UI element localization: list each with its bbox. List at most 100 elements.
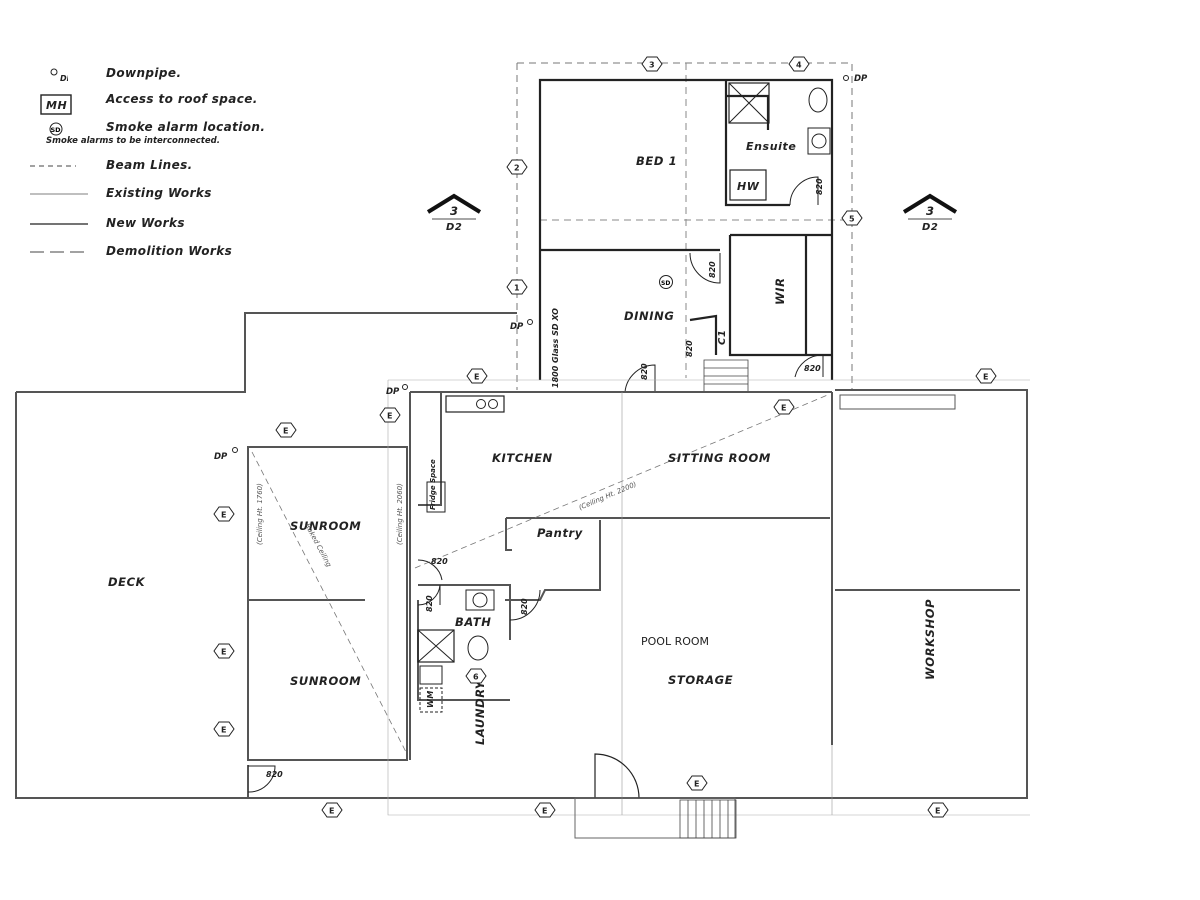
label-pantry: Pantry	[537, 526, 583, 540]
existing-works-symbol	[30, 193, 88, 195]
dp-label-sunroom: DP	[214, 452, 228, 462]
label-c1: C1	[717, 330, 728, 346]
grid-marker-2: 2	[506, 159, 528, 175]
bath-basin-bowl	[472, 592, 488, 608]
legend-smoke-alarm-label: Smoke alarm location.	[106, 120, 266, 134]
existing-tag-text: E	[474, 373, 479, 382]
door-820-ensuite: 820	[815, 178, 824, 195]
rear-steps	[679, 799, 737, 839]
section-right-sheet: D2	[922, 222, 938, 233]
legend-existing-works: Existing Works	[28, 186, 288, 206]
existing-tag-text: E	[781, 404, 786, 413]
ceiling-height-1760: (Ceiling Ht. 1760)	[256, 483, 264, 545]
label-fridge-space: Fridge Space	[429, 459, 437, 510]
laundry-tub	[419, 665, 443, 685]
bath-toilet	[467, 635, 489, 661]
label-pool-room: POOL ROOM	[641, 635, 709, 648]
rear-landing	[574, 797, 736, 839]
grid-marker-3-text: 3	[649, 61, 655, 70]
bath-shower-cross	[417, 629, 455, 663]
grid-marker-4: 4	[788, 56, 810, 72]
existing-tag: E	[213, 506, 235, 522]
existing-tag: E	[213, 721, 235, 737]
existing-tag: E	[686, 775, 708, 791]
sink-bowl-2	[488, 399, 498, 409]
label-wm: WM	[426, 690, 435, 708]
label-deck: DECK	[108, 575, 146, 589]
ensuite-basin	[807, 127, 831, 155]
pantry-door-swing	[509, 589, 541, 621]
existing-tag-text: E	[542, 807, 547, 816]
workshop-window	[839, 394, 956, 410]
grid-marker-6: 6	[465, 668, 487, 684]
dp-label-ne: DP	[854, 74, 868, 84]
label-bed1: BED 1	[636, 154, 677, 168]
section-right-number: 3	[926, 204, 935, 218]
storage-door-swing	[594, 753, 640, 799]
ensuite-shower-cross	[728, 82, 770, 124]
grid-marker-1-text: 1	[514, 284, 520, 293]
sunroom-door-swing	[247, 765, 276, 793]
downpipe-dining-icon	[527, 319, 533, 325]
legend-existing-works-label: Existing Works	[106, 186, 212, 200]
label-kitchen: KITCHEN	[492, 451, 553, 465]
bath-door-swing	[417, 584, 441, 606]
door-820-wir: 820	[708, 261, 717, 278]
legend-roof-access: MH Access to roof space.	[28, 92, 288, 115]
legend-beam-lines-label: Beam Lines.	[106, 158, 193, 172]
downpipe-icon: DP	[50, 68, 68, 83]
ensuite-door-swing	[789, 176, 819, 206]
fridge-space	[426, 481, 446, 513]
existing-walls	[15, 312, 1028, 799]
downpipe-kitchen-icon	[402, 384, 408, 390]
label-hw: HW	[737, 180, 760, 193]
grid-marker-2-text: 2	[514, 164, 520, 173]
legend-smoke-alarm: SD Smoke alarm location. Smoke alarms to…	[28, 120, 288, 146]
washing-machine	[419, 687, 443, 713]
door-820-c1: 820	[685, 340, 694, 357]
ceiling-height-2200: (Ceiling Ht. 2200)	[578, 480, 638, 512]
demolition-works-symbol	[30, 251, 88, 253]
existing-tag-text: E	[221, 726, 226, 735]
legend-new-works-label: New Works	[106, 216, 185, 230]
section-marker-left-icon	[426, 193, 482, 214]
label-ensuite: Ensuite	[746, 140, 796, 153]
grid-marker-5-text: 5	[849, 215, 855, 224]
door-820-bath: 820	[425, 595, 434, 612]
existing-tag: E	[927, 802, 949, 818]
existing-tag: E	[773, 399, 795, 415]
smoke-alarm-dining-icon	[659, 275, 673, 289]
smoke-alarm-icon: SD	[49, 122, 63, 136]
section-left-number: 3	[450, 204, 459, 218]
manhole-icon: MH	[40, 94, 72, 115]
new-works-symbol	[30, 223, 88, 225]
section-left-sheet: D2	[446, 222, 462, 233]
downpipe-sunroom-icon	[232, 447, 238, 453]
manhole-symbol-text: MH	[46, 99, 67, 112]
label-sunroom-upper: SUNROOM	[290, 519, 361, 533]
smoke-alarm-dining-text: SD	[661, 280, 670, 287]
ensuite-shower	[728, 82, 770, 124]
downpipe-ne-icon	[843, 75, 849, 81]
existing-tags: E E E E E E E E E E E E	[213, 368, 997, 818]
room-labels: BED 1 Ensuite HW WIR C1 DINING KITCHEN S…	[108, 140, 937, 745]
bath-shower	[417, 629, 455, 663]
label-laundry: LAUNDRY	[473, 679, 487, 745]
existing-tag-text: E	[221, 648, 226, 657]
legend-smoke-alarm-note: Smoke alarms to be interconnected.	[46, 136, 220, 146]
glass-door-label: 1800 Glass SD XO	[551, 308, 560, 388]
existing-tag: E	[975, 368, 997, 384]
ceiling-height-line	[414, 393, 831, 569]
wir-rear-door-swing	[794, 354, 824, 378]
wir-door-swing	[689, 252, 721, 284]
grid-marker-1: 1	[506, 279, 528, 295]
hot-water-unit	[729, 169, 767, 201]
existing-tag-text: E	[694, 780, 699, 789]
existing-tag-text: E	[283, 427, 288, 436]
raked-ceiling-line	[251, 451, 407, 753]
label-wir: WIR	[773, 277, 787, 305]
legend-new-works: New Works	[28, 216, 288, 236]
door-820-dining: 820	[640, 363, 649, 380]
legend-downpipe-label: Downpipe.	[106, 66, 182, 80]
